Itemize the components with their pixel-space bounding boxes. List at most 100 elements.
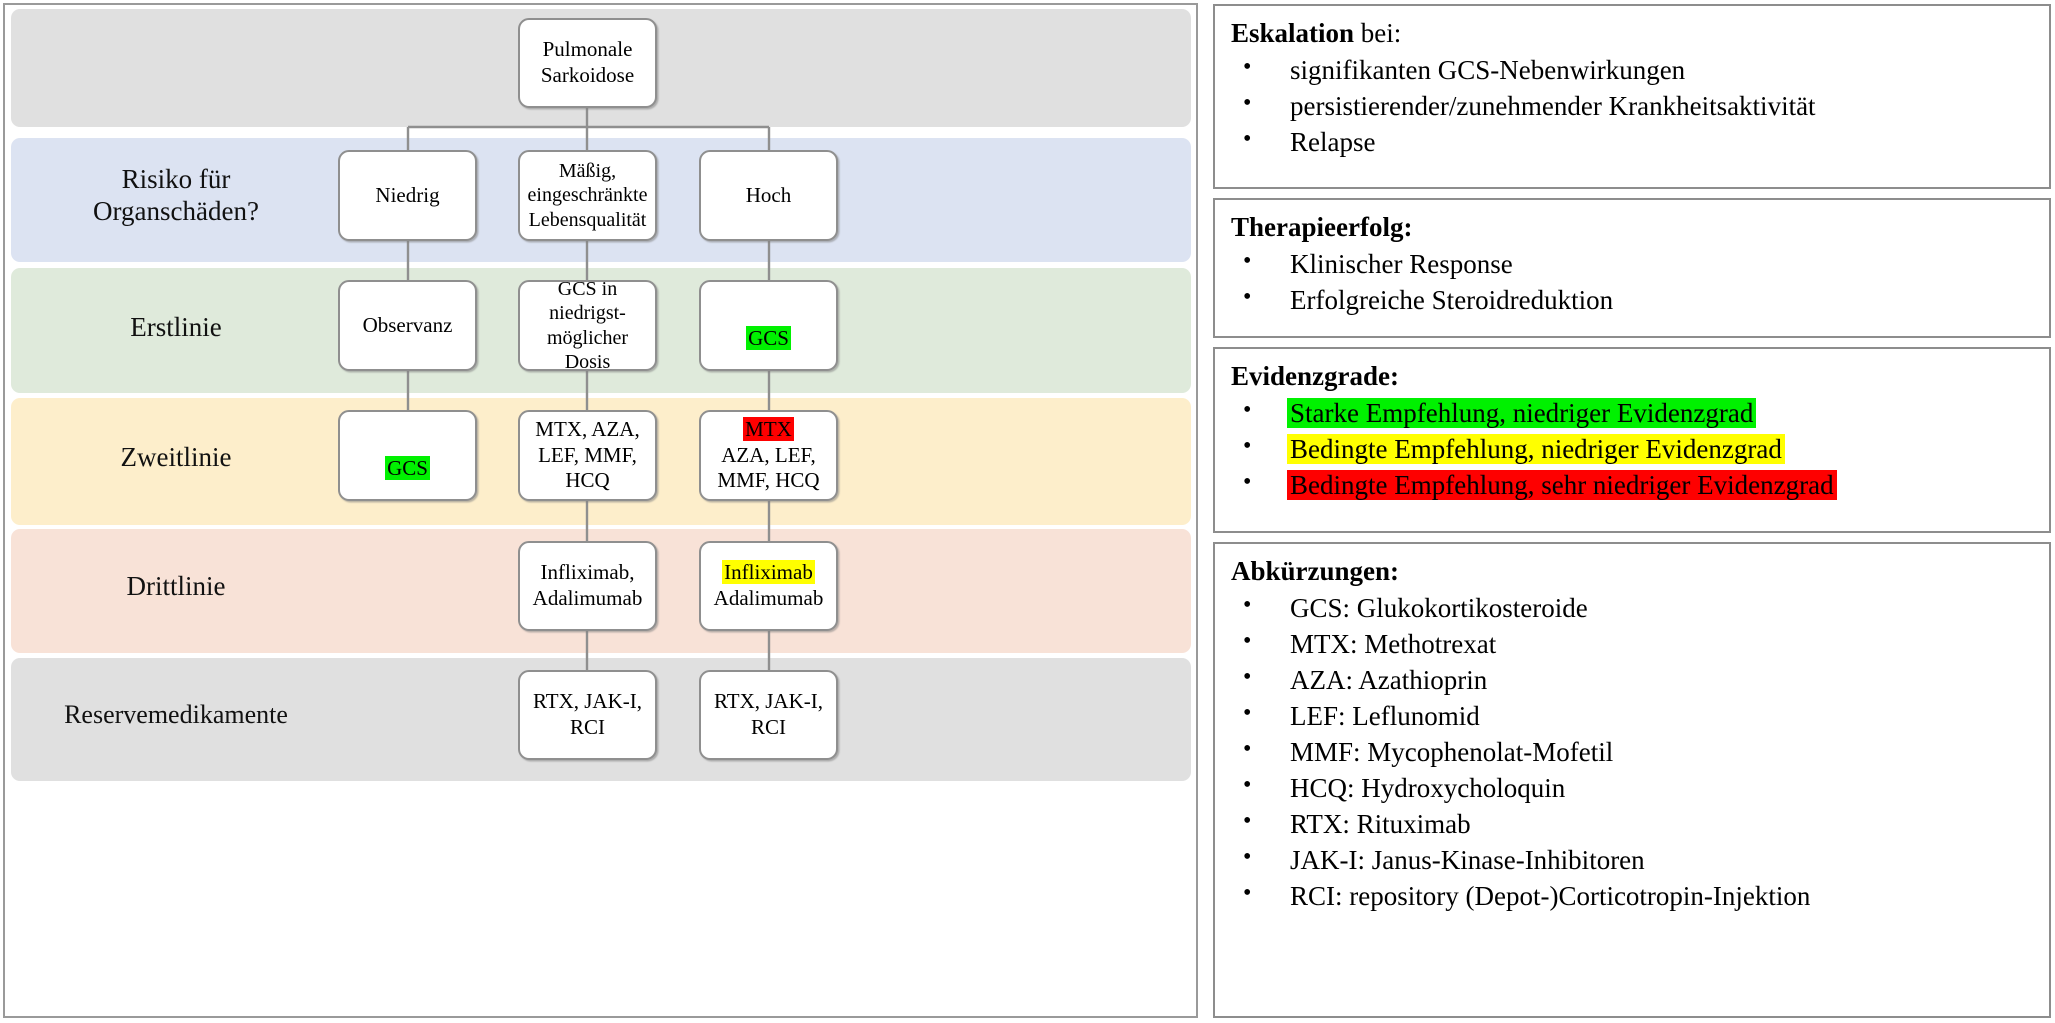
node-secondline-mtx-rest: AZA, LEF, MMF, HCQ: [717, 442, 820, 493]
node-secondline-gcs-label: GCS: [381, 430, 434, 481]
evidence-title-bold: Evidenzgrade:: [1231, 361, 1399, 391]
highlight-green-gcs: GCS: [746, 325, 791, 350]
evidence-grades-list: • Starke Empfehlung, niedriger Evidenzgra…: [1229, 396, 2035, 503]
node-firstline-gcs[interactable]: GCS: [699, 280, 838, 371]
node-risk-high-label: Hoch: [745, 182, 792, 207]
band-label-thirdline: Drittlinie: [126, 571, 226, 601]
list-item: • Erfolgreiche Steroidreduktion: [1229, 283, 2035, 318]
node-firstline-gcs-lowdose[interactable]: GCS in niedrigst- möglicher Dosis: [518, 278, 657, 373]
list-item: • GCS: Glukokortikosteroide: [1229, 591, 2035, 626]
node-risk-high[interactable]: Hoch: [699, 150, 838, 241]
bullet-icon: •: [1243, 89, 1252, 116]
node-firstline-observation-label: Observanz: [362, 312, 453, 337]
bullet-icon: •: [1243, 699, 1252, 726]
node-risk-moderate-label: Mäßig, eingeschränkte Lebensqualität: [527, 159, 648, 231]
evidence-grades-panel-title: Evidenzgrade:: [1231, 359, 2035, 394]
escalation-panel-title: Eskalation bei:: [1231, 16, 2035, 51]
highlight-yellow-infliximab: Infliximab: [722, 560, 815, 585]
bullet-icon: •: [1243, 247, 1252, 274]
list-item: • persistierender/zunehmender Krankheitsa…: [1229, 89, 2035, 124]
bullet-icon: •: [1243, 125, 1252, 152]
bullet-icon: •: [1243, 735, 1252, 762]
bullet-icon: •: [1243, 432, 1252, 459]
list-item: •LEF: Leflunomid: [1229, 699, 2035, 734]
list-item-text: JAK-I: Janus-Kinase-Inhibitoren: [1290, 845, 1645, 876]
node-risk-low[interactable]: Niedrig: [338, 150, 477, 241]
node-firstline-gcs-label: GCS: [742, 300, 795, 351]
node-thirdline-biologics[interactable]: Infliximab, Adalimumab: [518, 541, 657, 631]
list-item-text: HCQ: Hydroxycholoquin: [1290, 773, 1566, 804]
highlight-green-gcs-2: GCS: [385, 455, 430, 480]
node-root-label: Pulmonale Sarkoidose: [540, 37, 635, 87]
bullet-icon: •: [1243, 627, 1252, 654]
evidence-conditional-verylow: Bedingte Empfehlung, sehr niedriger Evid…: [1287, 469, 1837, 500]
abbreviations-panel: Abkürzungen: • GCS: Glukokortikosteroide …: [1213, 542, 2051, 1018]
bullet-icon: •: [1243, 808, 1252, 835]
connector-lines: [406, 107, 771, 670]
evidence-grades-panel: Evidenzgrade: • Starke Empfehlung, niedri…: [1213, 347, 2051, 533]
escalation-panel: Eskalation bei: • signifikanten GCS-Neben…: [1213, 4, 2051, 189]
node-risk-moderate[interactable]: Mäßig, eingeschränkte Lebensqualität: [518, 150, 657, 241]
therapy-success-panel-title: Therapieerfolg:: [1231, 210, 2035, 245]
band-label-reserve: Reservemedikamente: [64, 700, 288, 729]
band-label-secondline: Zweitlinie: [120, 442, 232, 472]
list-item: • Relapse: [1229, 125, 2035, 160]
node-reserve-col3[interactable]: RTX, JAK-I, RCI: [699, 670, 838, 760]
bullet-icon: •: [1243, 591, 1252, 618]
list-item: •HCQ: Hydroxycholoquin: [1229, 771, 2035, 806]
evidence-conditional-low: Bedingte Empfehlung, niedriger Evidenzgr…: [1287, 433, 1785, 464]
list-item: •AZA: Azathioprin: [1229, 663, 2035, 698]
node-reserve-col2-label: RTX, JAK-I, RCI: [533, 689, 642, 739]
list-item-text: RTX: Rituximab: [1290, 809, 1471, 840]
list-item-text: AZA: Azathioprin: [1290, 664, 1488, 695]
escalation-title-bold: Eskalation: [1231, 18, 1355, 48]
list-item: • Klinischer Response: [1229, 247, 2035, 282]
node-root[interactable]: Pulmonale Sarkoidose: [518, 18, 657, 108]
node-risk-low-label: Niedrig: [375, 182, 440, 207]
bullet-icon: •: [1243, 844, 1252, 871]
list-item-text: MMF: Mycophenolat-Mofetil: [1290, 736, 1614, 767]
node-firstline-gcs-lowdose-label: GCS in niedrigst- möglicher Dosis: [546, 277, 629, 373]
escalation-title-rest: bei:: [1354, 18, 1402, 48]
list-item-text: RCI: repository (Depot-)Corticotropin-In…: [1290, 881, 1811, 912]
list-item-text: GCS: Glukokortikosteroide: [1290, 592, 1588, 623]
band-label-risk: Risiko für Organschäden?: [93, 164, 259, 226]
list-item: • Bedingte Empfehlung, sehr niedriger Evi…: [1229, 468, 2035, 503]
band-label-firstline: Erstlinie: [130, 312, 222, 342]
node-reserve-col2[interactable]: RTX, JAK-I, RCI: [518, 670, 657, 760]
list-item-text: Relapse: [1290, 126, 1376, 157]
list-item: • MTX: Methotrexat: [1229, 627, 2035, 662]
abbreviations-panel-title: Abkürzungen:: [1231, 554, 2035, 589]
list-item-text: persistierender/zunehmender Krankheitsak…: [1290, 90, 1816, 121]
list-item: • MMF: Mycophenolat-Mofetil: [1229, 735, 2035, 770]
list-item: • JAK-I: Janus-Kinase-Inhibitoren: [1229, 843, 2035, 878]
bullet-icon: •: [1243, 283, 1252, 310]
bullet-icon: •: [1243, 468, 1252, 495]
list-item: • Bedingte Empfehlung, niedriger Evidenzg…: [1229, 432, 2035, 467]
node-firstline-observation[interactable]: Observanz: [338, 280, 477, 371]
evidence-strong-low: Starke Empfehlung, niedriger Evidenzgrad: [1287, 397, 1757, 428]
abbreviations-title-bold: Abkürzungen:: [1231, 556, 1400, 586]
list-item-text: Klinischer Response: [1290, 248, 1513, 279]
bullet-icon: •: [1243, 880, 1252, 907]
bullet-icon: •: [1243, 396, 1252, 423]
list-item-text: MTX: Methotrexat: [1290, 628, 1497, 659]
list-item: • RCI: repository (Depot-)Corticotropin-I…: [1229, 879, 2035, 914]
therapy-title-bold: Therapieerfolg:: [1231, 212, 1413, 242]
node-secondline-gcs[interactable]: GCS: [338, 410, 477, 501]
therapy-success-list: • Klinischer Response • Erfolgreiche Stero…: [1229, 247, 2035, 318]
bullet-icon: •: [1243, 53, 1252, 80]
node-thirdline-biologics-label: Infliximab, Adalimumab: [532, 560, 643, 610]
list-item-text: signifikanten GCS-Nebenwirkungen: [1290, 54, 1686, 85]
node-secondline-drugs[interactable]: MTX, AZA, LEF, MMF, HCQ: [518, 410, 657, 501]
therapy-success-panel: Therapieerfolg: • Klinischer Response • Er…: [1213, 198, 2051, 338]
abbreviations-list: • GCS: Glukokortikosteroide • MTX: Methotr…: [1229, 591, 2035, 915]
escalation-list: • signifikanten GCS-Nebenwirkungen • persi…: [1229, 53, 2035, 160]
highlight-red-mtx: MTX: [743, 417, 794, 442]
list-item-text: Erfolgreiche Steroidreduktion: [1290, 284, 1614, 315]
node-secondline-drugs-label: MTX, AZA, LEF, MMF, HCQ: [535, 417, 640, 493]
